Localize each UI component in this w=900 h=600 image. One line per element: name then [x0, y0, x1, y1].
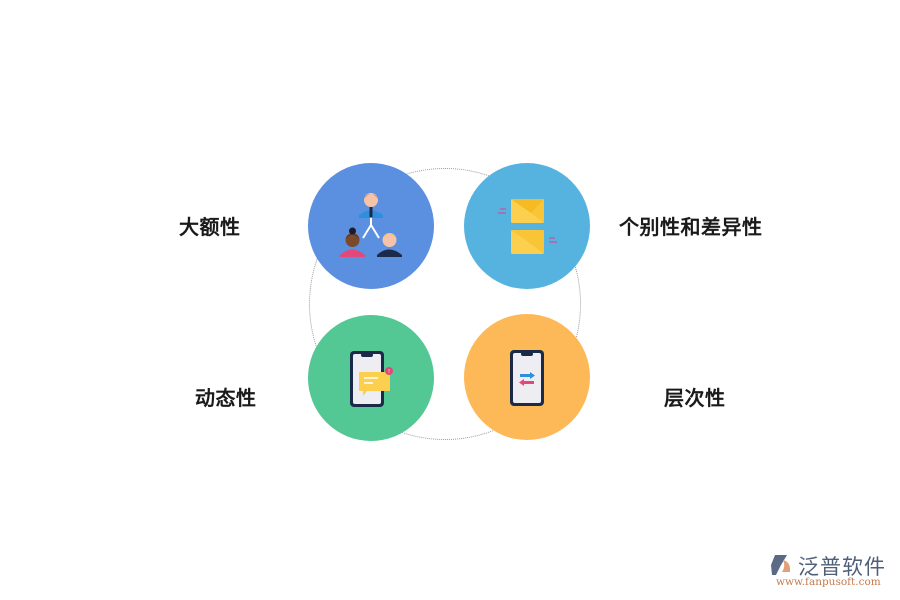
watermark-url: www.fanpusoft.com [776, 576, 881, 588]
label-individuality-difference: 个别性和差异性 [619, 215, 763, 239]
people-hierarchy-icon [340, 193, 402, 257]
watermark-brand: 泛普软件 [798, 555, 886, 579]
node-hierarchy [464, 314, 590, 440]
node-dynamic: ! [308, 315, 434, 441]
node-individuality-difference [464, 163, 590, 289]
label-dynamic: 动态性 [195, 386, 257, 410]
phone-transfer-icon [510, 350, 544, 406]
envelopes-icon [498, 199, 557, 254]
phone-notification-icon: ! [350, 351, 393, 407]
label-hierarchy: 层次性 [664, 386, 726, 410]
svg-text:!: ! [388, 369, 390, 375]
node-large-amount [308, 163, 434, 289]
dotted-connector-ring [309, 168, 581, 440]
label-large-amount: 大额性 [179, 215, 241, 239]
watermark-logo: 泛普软件 www.fanpusoft.com [768, 551, 898, 591]
fanpu-logo-icon [771, 555, 791, 575]
